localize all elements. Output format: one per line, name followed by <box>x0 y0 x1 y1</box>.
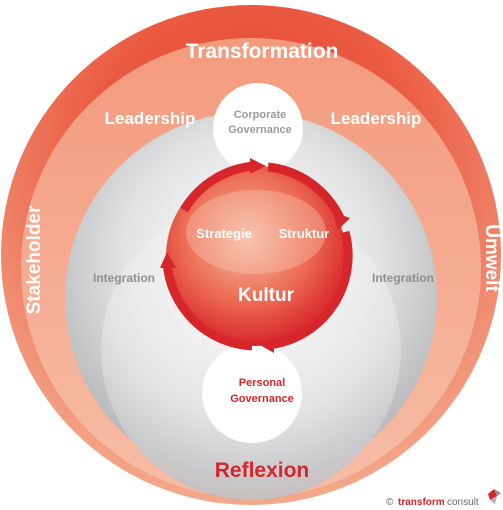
personal-governance-line2: Governance <box>230 393 294 405</box>
integration-label-right: Integration <box>372 271 434 285</box>
copyright-symbol: © <box>386 497 394 508</box>
cycle-arrows <box>162 161 353 351</box>
integration-label-left: Integration <box>93 271 155 285</box>
corporate-governance-circle <box>213 83 303 173</box>
arrow-icon <box>260 337 274 353</box>
arrow-icon <box>250 158 266 174</box>
arrow-icon <box>333 212 350 230</box>
struktur-label: Struktur <box>279 226 330 241</box>
kultur-label: Kultur <box>238 285 295 306</box>
arrow-icon <box>180 161 257 213</box>
umwelt-label: Umwelt <box>481 224 502 292</box>
kultur-core-highlight <box>186 190 326 274</box>
personal-governance-circle <box>202 343 302 443</box>
stakeholder-label: Stakeholder <box>24 205 45 314</box>
transformation-label: Transformation <box>186 40 339 63</box>
leadership-label-left: Leadership <box>105 109 196 128</box>
logo-mark-icon <box>488 489 501 504</box>
brand-primary: transform <box>398 497 445 508</box>
brand-credit: © transform consult <box>386 489 501 508</box>
corporate-governance-line1: Corporate <box>234 109 287 121</box>
strategie-label: Strategie <box>196 226 252 241</box>
personal-governance-line1: Personal <box>239 377 285 389</box>
arrow-heads <box>160 158 350 353</box>
corporate-governance-line2: Governance <box>228 124 292 136</box>
arrow-icon <box>162 261 253 351</box>
kultur-core-circle <box>166 166 346 346</box>
brand-secondary: consult <box>447 497 479 508</box>
arrow-icon <box>160 252 176 268</box>
reflexion-label: Reflexion <box>215 459 310 482</box>
leadership-label-right: Leadership <box>331 109 422 128</box>
arrow-icon <box>267 162 345 221</box>
arrow-icon <box>267 230 353 350</box>
